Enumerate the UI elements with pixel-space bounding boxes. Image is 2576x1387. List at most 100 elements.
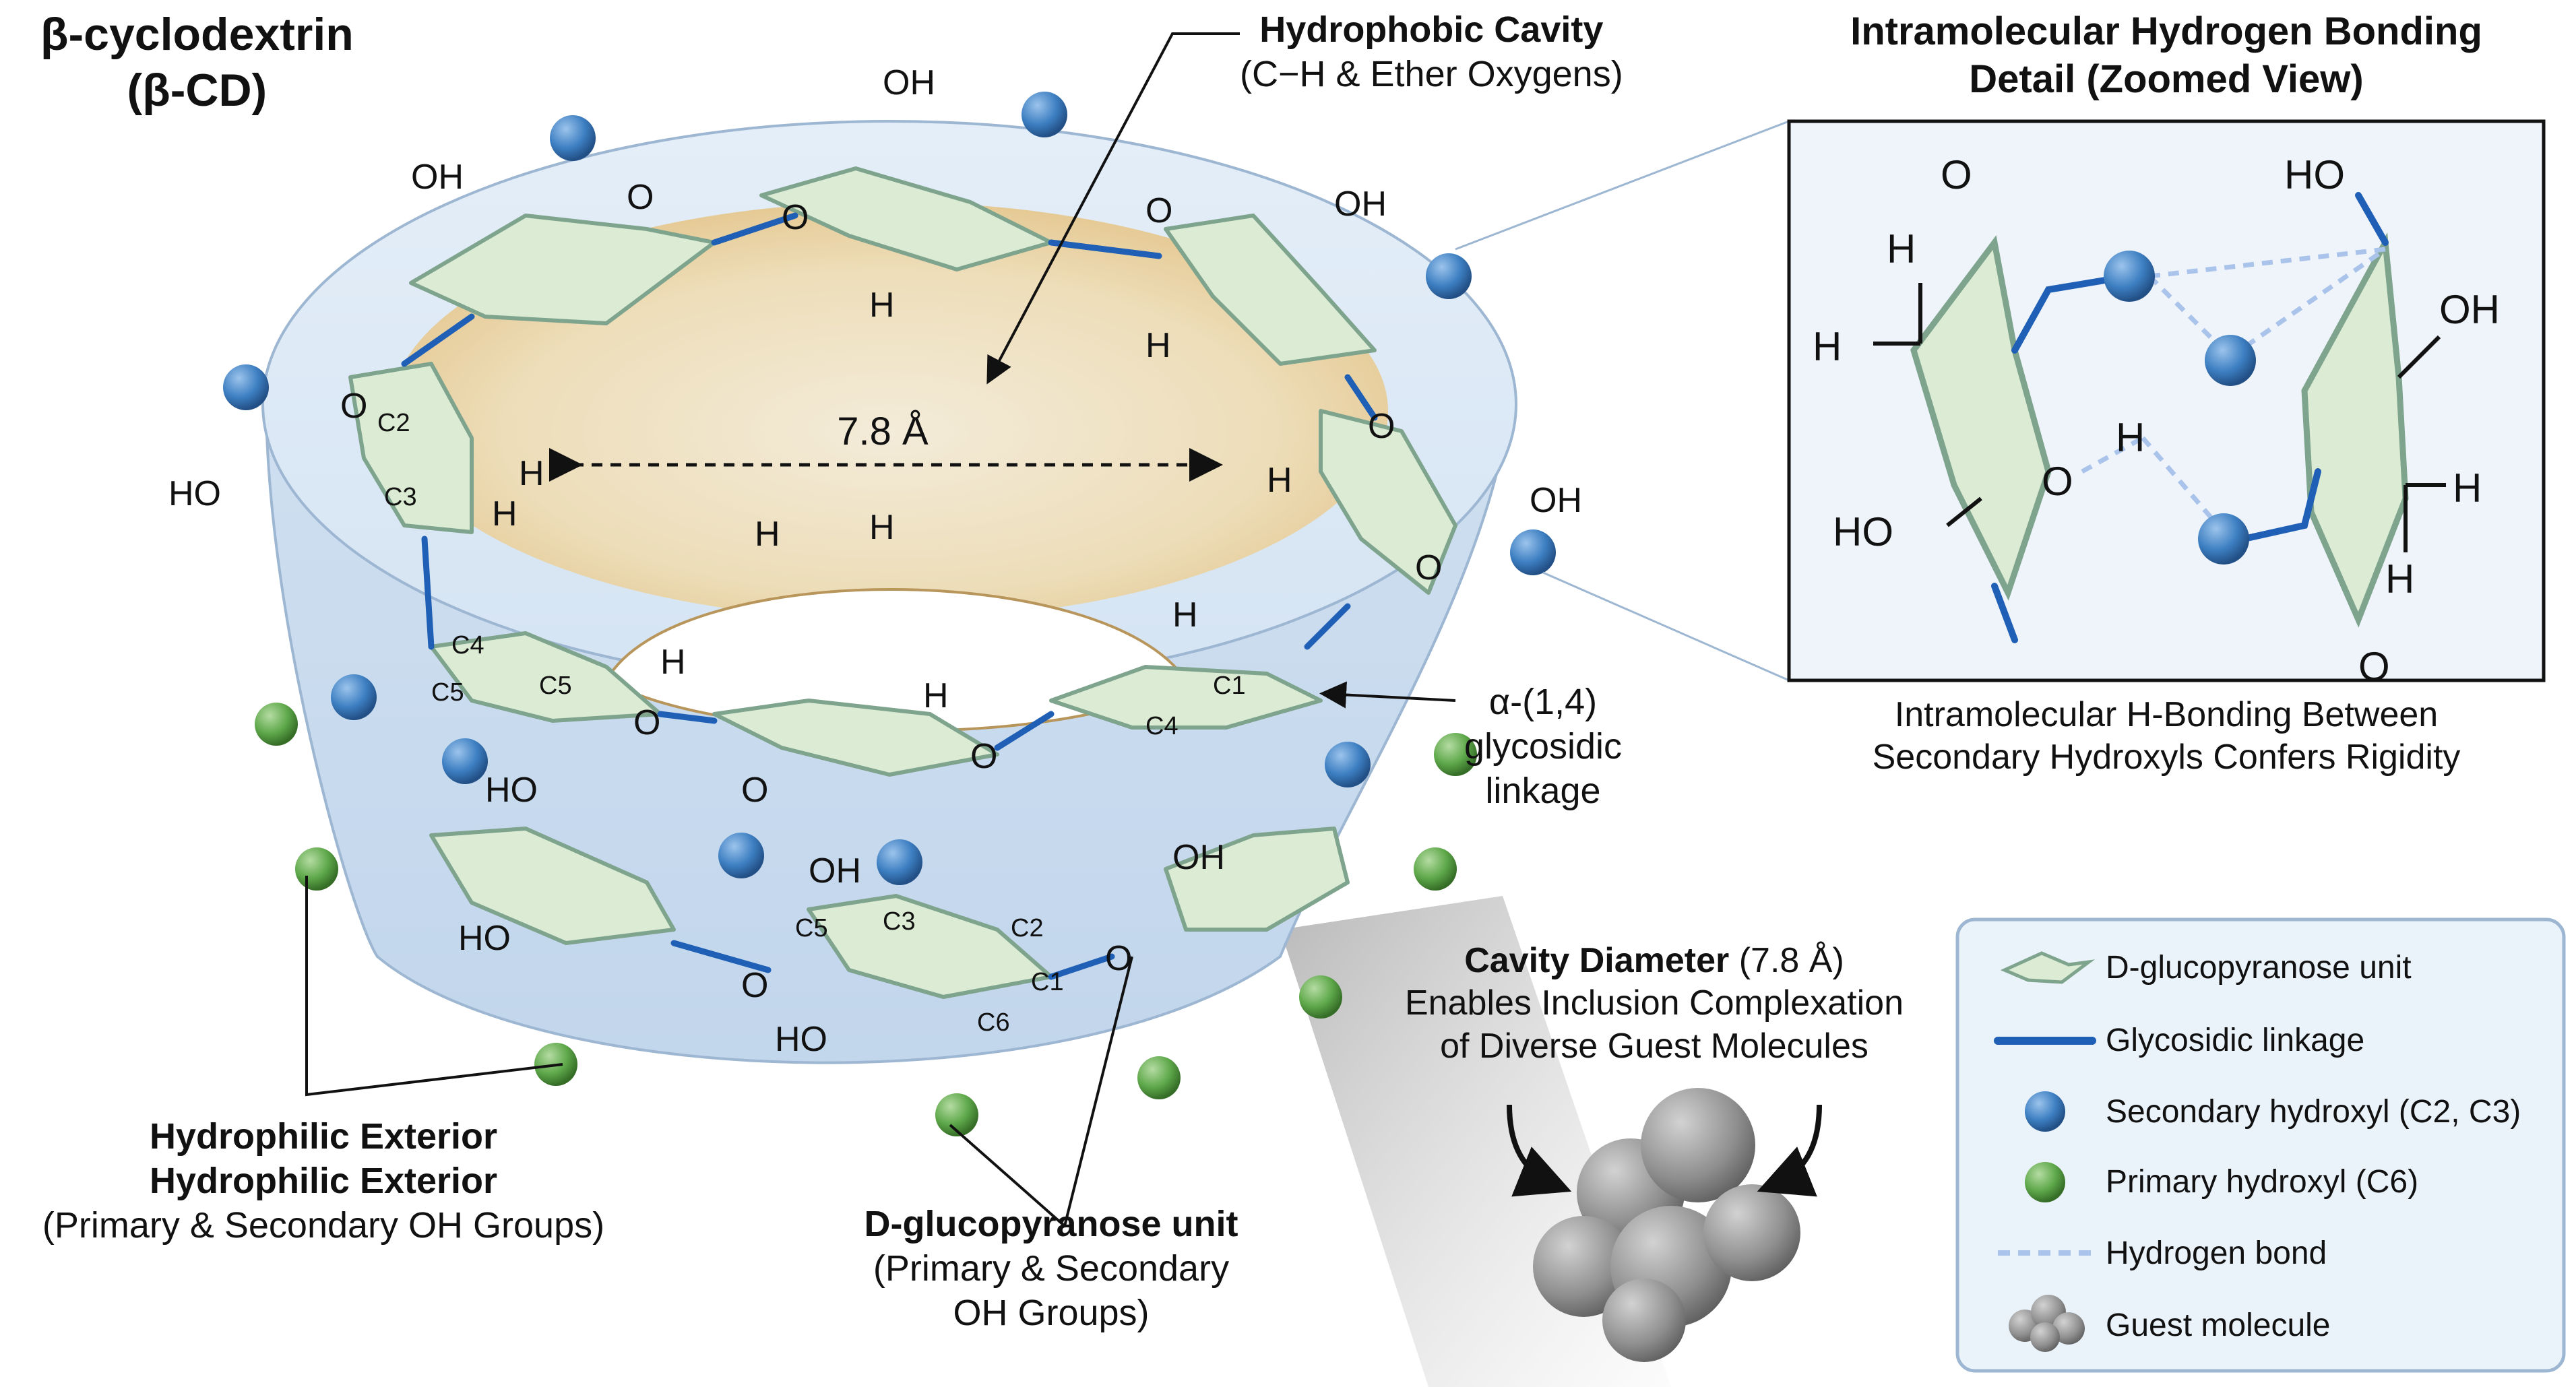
carbon-label-c2: C2	[1011, 914, 1044, 942]
secondary-hydroxyl-sphere	[2198, 513, 2249, 565]
glycosidic-linkage-7	[421, 536, 435, 650]
atom-label-o: O	[1368, 407, 1395, 446]
glycosidic-linkage-1	[711, 212, 798, 246]
zoom-connector-bottom	[1542, 571, 1790, 682]
legend-label-guest-molecule: Guest molecule	[2106, 1308, 2331, 1343]
zoom-panel-caption-line2: Secondary Hydroxyls Confers Rigidity	[1872, 738, 2461, 777]
hydrogen-bond	[2229, 247, 2387, 359]
atom-label-h: H	[923, 676, 949, 715]
cavity-callout: Hydrophobic Cavity (C−H & Ether Oxygens)	[1240, 8, 1623, 97]
glycosidic-linkage-group	[401, 212, 1378, 980]
legend-label-glycosidic-linkage: Glycosidic linkage	[2106, 1023, 2364, 1058]
unit-callout-line2: (Primary & Secondary	[873, 1248, 1230, 1289]
glucose-ring-9	[429, 827, 676, 945]
zoom-panel-contents: O H H HO O H HO OH H H O	[1813, 152, 2500, 689]
legend-frame	[1955, 917, 2566, 1373]
zoom-linkage-3	[2240, 468, 2321, 542]
guest-lobe	[1602, 1279, 1686, 1362]
zoom-atom-h: H	[1813, 324, 1842, 369]
primary-hydroxyl-sphere	[1414, 847, 1457, 891]
secondary-hydroxyl-sphere	[223, 364, 269, 410]
unit-leader-2	[1063, 956, 1133, 1227]
zoom-panel-title-line2: Detail (Zoomed View)	[1969, 57, 2364, 101]
legend-secondary-hydroxyl-icon	[2025, 1091, 2065, 1132]
atom-label-oh: OH	[411, 158, 464, 197]
secondary-hydroxyl-sphere	[2104, 251, 2155, 302]
unit-callout-line3: OH Groups)	[953, 1292, 1150, 1333]
carbon-label-c6: C6	[977, 1008, 1010, 1037]
carbon-label-c5: C5	[431, 678, 464, 707]
secondary-hydroxyl-sphere	[1022, 92, 1067, 137]
atom-label-o: O	[1415, 548, 1442, 587]
atom-label-oh: OH	[1172, 838, 1225, 877]
exterior-callout-line2: Hydrophilic Exterior	[149, 1160, 498, 1201]
carbon-label-c3: C3	[883, 907, 916, 936]
legend-label-glucose-unit: D-glucopyranose unit	[2106, 950, 2412, 986]
legend-guest-lobe	[2030, 1322, 2060, 1352]
guest-lobe	[1703, 1184, 1800, 1281]
atom-label-h: H	[869, 286, 895, 325]
bond-line	[1946, 496, 1982, 527]
atom-label-oh: OH	[883, 63, 935, 102]
glucose-ring-8	[348, 362, 474, 534]
guest-arrow-right	[1757, 1104, 1822, 1197]
legend-label-secondary-hydroxyl: Secondary hydroxyl (C2, C3)	[2106, 1094, 2521, 1130]
cavity-callout-subtitle: (C−H & Ether Oxygens)	[1240, 53, 1623, 94]
cavity-interior	[391, 202, 1388, 620]
cavity-callout-title: Hydrophobic Cavity	[1259, 9, 1604, 50]
carbon-label-c4: C4	[1145, 712, 1179, 740]
zoom-atom-ho: HO	[2284, 152, 2345, 197]
secondary-hydroxyl-sphere	[442, 738, 488, 784]
atom-label-h: H	[660, 643, 686, 682]
zoom-connector-top	[1455, 120, 1790, 251]
exterior-callout: Hydrophilic Exterior Hydrophilic Exterio…	[13, 1115, 633, 1248]
atom-label-oh: OH	[1334, 185, 1387, 224]
legend-glucose-unit-icon	[2000, 951, 2096, 984]
zoom-atom-h: H	[1887, 226, 1916, 271]
diameter-label: 7.8 Å	[837, 410, 929, 453]
atom-label-h: H	[869, 508, 895, 547]
zoom-atom-h: H	[2453, 465, 2482, 511]
atom-label-h: H	[492, 494, 517, 534]
guest-lobe	[1641, 1088, 1755, 1202]
guest-arrow-left	[1507, 1104, 1572, 1197]
zoom-panel-caption: Intramolecular H-Bonding Between Seconda…	[1792, 694, 2540, 779]
glycosidic-linkage-4	[1304, 603, 1351, 650]
zoom-atom-h: H	[2116, 415, 2145, 460]
carbon-label-c4: C4	[451, 631, 484, 659]
primary-hydroxyl-group	[255, 703, 1477, 1136]
primary-hydroxyl-sphere	[1299, 975, 1342, 1019]
linkage-callout-line1: α-(1,4)	[1488, 682, 1598, 722]
secondary-hydroxyl-group	[223, 92, 1556, 885]
legend-primary-hydroxyl-icon	[2025, 1162, 2065, 1202]
glycosidic-linkage-10	[1048, 953, 1115, 980]
atom-label-h: H	[1172, 595, 1198, 635]
unit-leader-1	[949, 1124, 1066, 1227]
atom-label-o: O	[741, 771, 768, 810]
secondary-hydroxyl-sphere	[2205, 335, 2256, 386]
atom-label-o: O	[970, 737, 997, 776]
atom-label-o: O	[782, 198, 809, 237]
guest-lobe	[1533, 1216, 1634, 1317]
atom-label-o: O	[627, 178, 654, 217]
secondary-hydroxyl-sphere	[1426, 253, 1472, 299]
secondary-hydroxyl-sphere	[1325, 742, 1371, 787]
atom-label-h: H	[1267, 461, 1292, 500]
guest-callout-title: Cavity Diameter (7.8 Å)	[1361, 940, 1947, 982]
linkage-callout-line2: glycosidic	[1464, 725, 1623, 767]
atom-label-oh: OH	[809, 851, 861, 891]
glycosidic-linkage-3	[1344, 374, 1378, 421]
guest-callout: Cavity Diameter (7.8 Å) Enables Inclusio…	[1361, 940, 1947, 1068]
atom-label-ho: HO	[775, 1020, 827, 1059]
secondary-hydroxyl-sphere	[550, 115, 596, 161]
figure-title: β-cyclodextrin (β-CD)	[40, 7, 354, 119]
hydrogen-bond	[2081, 435, 2144, 474]
zoom-linkage-2	[2355, 192, 2389, 246]
carbon-label-c3: C3	[384, 483, 417, 511]
glucose-ring-3	[1164, 214, 1377, 366]
guest-callout-title-rest: (7.8 Å)	[1729, 941, 1844, 980]
legend-label-hydrogen-bond: Hydrogen bond	[2106, 1235, 2327, 1271]
hydrogen-bond	[2141, 436, 2226, 534]
